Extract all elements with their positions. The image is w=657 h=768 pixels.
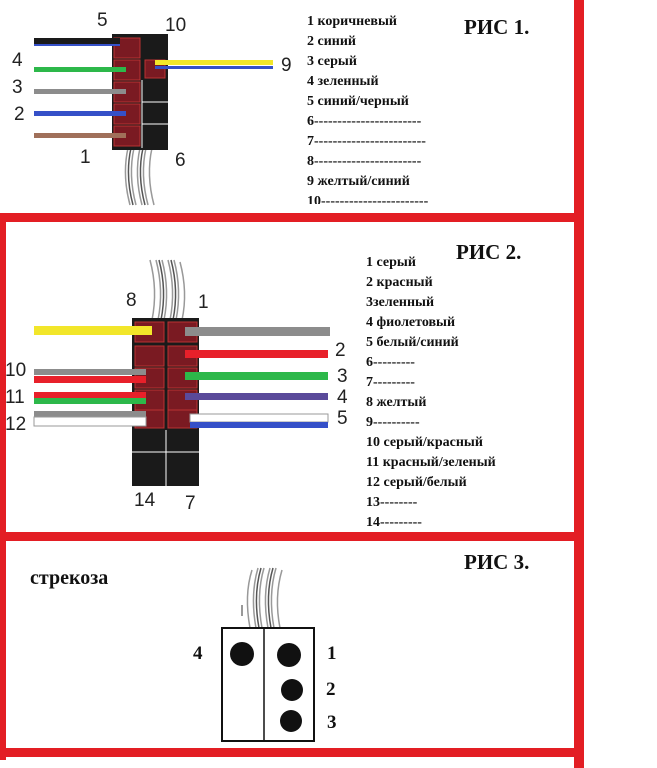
fig2-legend-item: 3зеленный [366, 295, 435, 310]
fig1-wire-1-brown [34, 133, 126, 138]
fig3-title: РИС 3. [464, 550, 530, 574]
fig2-title: РИС 2. [456, 240, 522, 264]
fig1-title: РИС 1. [464, 15, 530, 39]
fig2-pin-2-label: 2 [335, 340, 346, 361]
fig2-pin-8-label: 8 [126, 290, 137, 311]
fig2-wire-10-gray [34, 369, 146, 375]
fig2-legend-item: 10 серый/красный [366, 435, 483, 450]
fig1-diagram [34, 34, 273, 206]
fig1-wire-5-blue-stripe [34, 44, 120, 46]
fig1-wire-5-blue-black [34, 38, 120, 44]
fig3-cable-bundle [241, 567, 283, 629]
fig2-legend-item: 9---------- [366, 415, 420, 430]
fig2-diagram [33, 259, 330, 486]
fig1-legend-item: 8----------------------- [307, 154, 422, 169]
fig3-pin-2-label: 2 [326, 679, 336, 700]
fig2-wire-5-blue [190, 422, 328, 428]
fig2-wire-11-green [34, 398, 146, 404]
fig2-legend-item: 7--------- [366, 375, 415, 390]
fig1-wire-4-green [34, 67, 126, 72]
frame-right-bar [574, 0, 584, 768]
fig1-legend-item: 3 серый [307, 54, 357, 69]
fig1-pins [113, 37, 166, 147]
fig2-wire-3-green [185, 372, 328, 380]
fig1-cable-bundle [124, 147, 155, 206]
fig2-legend-item: 14--------- [366, 515, 422, 530]
fig1-wire-2-blue [34, 111, 126, 116]
frame-left-bar-panel2 [0, 215, 6, 760]
fig2-legend-item: 6--------- [366, 355, 415, 370]
fig1-legend-item: 7------------------------ [307, 134, 426, 149]
fig1-pin-10-label: 10 [165, 15, 187, 36]
fig1-wire-3-gray [34, 89, 126, 94]
fig3-diagram [221, 567, 315, 742]
fig2-pin-7-label: 7 [185, 493, 196, 514]
fig2-pin-14-label: 14 [134, 490, 156, 511]
fig2-legend-item: 1 серый [366, 255, 416, 270]
frame-divider-1 [0, 213, 584, 222]
frame-divider-3 [0, 748, 584, 757]
fig1-legend-item: 4 зеленный [307, 74, 379, 89]
fig1-legend-item: 2 синий [307, 34, 356, 49]
fig3-pin-2-dot [281, 679, 303, 701]
fig3-pin-4-dot [230, 642, 254, 666]
fig2-pin-1-label: 1 [198, 292, 209, 313]
fig1-pin-3-label: 3 [12, 77, 23, 98]
fig1-pin-4-label: 4 [12, 50, 23, 71]
fig1-pin-9-label: 9 [281, 55, 292, 76]
fig2-pin-10-label: 10 [5, 360, 27, 381]
fig2-legend-item: 2 красный [366, 275, 433, 290]
fig2-pin-4-label: 4 [337, 387, 348, 408]
fig3-pin-4-label: 4 [193, 643, 203, 664]
fig2-wire-11-red [34, 392, 146, 398]
fig3-subtitle: стрекоза [30, 567, 109, 589]
fig1-legend-item: 1 коричневый [307, 14, 397, 29]
fig2-pin-12-label: 12 [5, 414, 27, 435]
fig2-wire-8-yellow [34, 326, 152, 335]
fig1-legend: 1 коричневый 2 синий 3 серый 4 зеленный … [307, 12, 428, 204]
fig1-pin-1-label: 1 [80, 147, 91, 168]
fig1-pin-5-label: 5 [97, 10, 108, 31]
fig1-legend-item: 5 синий/черный [307, 94, 409, 109]
fig1-legend-item: 9 желтый/синий [307, 174, 410, 189]
fig2-legend-item: 12 серый/белый [366, 475, 467, 490]
fig3-pin-1-dot [277, 643, 301, 667]
fig1-pin-6-label: 6 [175, 150, 186, 171]
fig2-legend: 1 серый 2 красный 3зеленный 4 фиолетовый… [366, 253, 496, 533]
fig2-legend-item: 5 белый/синий [366, 335, 459, 350]
fig2-legend-item: 13-------- [366, 495, 418, 510]
fig2-legend-item: 4 фиолетовый [366, 315, 456, 330]
fig3-pin-1-label: 1 [327, 643, 337, 664]
fig1-legend-item: 6----------------------- [307, 114, 422, 129]
fig2-wire-12-gray [34, 411, 146, 417]
fig2-pin-3-label: 3 [337, 366, 348, 387]
fig2-pin-5-label: 5 [337, 408, 348, 429]
fig1-legend-item: 10----------------------- [307, 194, 429, 204]
fig2-wire-2-red [185, 350, 328, 358]
fig1-pin-2-label: 2 [14, 104, 25, 125]
fig2-wire-10-red [34, 376, 146, 383]
fig1-wire-9-yellow [155, 60, 273, 65]
fig2-legend-item: 8 желтый [366, 395, 427, 410]
fig3-pin-3-dot [280, 710, 302, 732]
fig2-legend-item: 11 красный/зеленый [366, 455, 496, 470]
fig2-wire-4-purple [185, 393, 328, 400]
fig2-wire-1-gray [185, 327, 330, 336]
frame-divider-2 [0, 532, 584, 541]
fig1-wire-9-blue-stripe [155, 66, 273, 69]
fig2-wire-12-white [33, 416, 147, 427]
fig3-pin-3-label: 3 [327, 712, 337, 733]
fig2-cable-bundle [149, 259, 186, 321]
fig2-pin-11-label: 11 [5, 387, 25, 408]
